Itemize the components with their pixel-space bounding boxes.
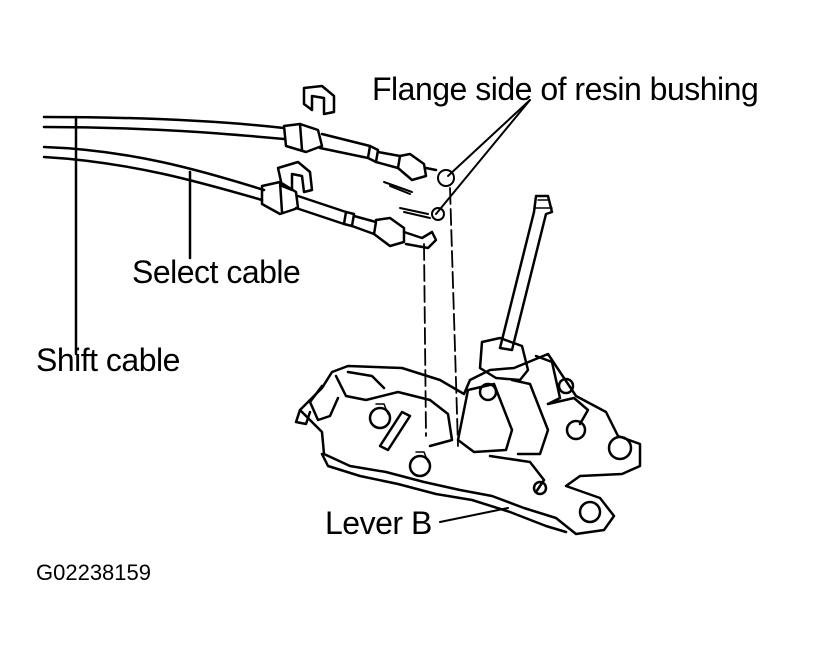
lever-b-leader: [439, 507, 509, 523]
guide-lines: [423, 187, 459, 447]
select-cable-label: Select cable: [132, 254, 301, 290]
figure-code: G02238159: [36, 560, 151, 585]
shift-lever: [478, 194, 554, 382]
shift-cable: [42, 84, 438, 182]
flange-leaders: [435, 99, 531, 215]
lever-b-label: Lever B: [325, 505, 432, 541]
shift-cable-label: Shift cable: [36, 342, 180, 378]
flange-bushing-label: Flange side of resin bushing: [372, 71, 759, 107]
base-plate: [294, 352, 642, 536]
cotter-pins: [383, 169, 455, 221]
